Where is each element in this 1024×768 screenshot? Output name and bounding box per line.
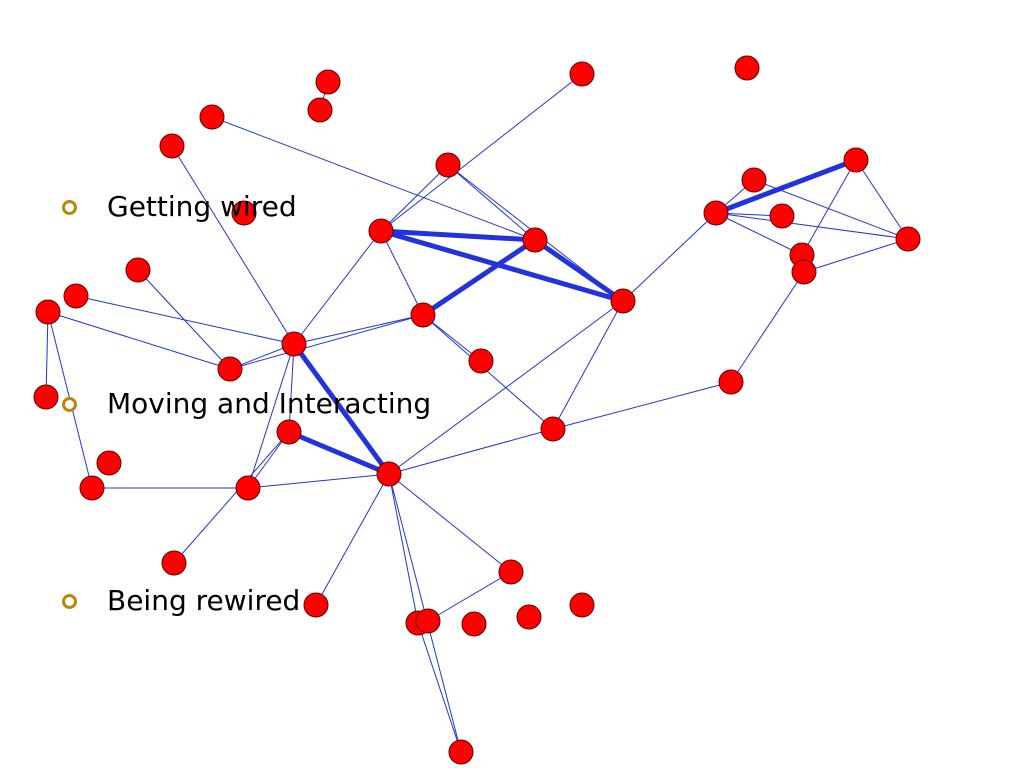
network-node bbox=[161, 550, 187, 576]
network-edge bbox=[622, 212, 717, 302]
network-edge bbox=[388, 300, 624, 475]
network-node bbox=[540, 416, 566, 442]
network-edge bbox=[380, 164, 449, 232]
network-node bbox=[96, 450, 122, 476]
network-node bbox=[769, 203, 795, 229]
network-node bbox=[315, 69, 341, 95]
network-node bbox=[741, 167, 767, 193]
network-node bbox=[610, 288, 636, 314]
network-edge bbox=[388, 428, 554, 475]
network-edge bbox=[380, 228, 536, 243]
network-node bbox=[307, 97, 333, 123]
network-node bbox=[569, 592, 595, 618]
network-edge bbox=[293, 314, 424, 345]
network-edge bbox=[211, 116, 536, 241]
network-edge bbox=[803, 238, 909, 273]
network-node bbox=[79, 475, 105, 501]
network-edge bbox=[288, 429, 390, 477]
network-edge bbox=[171, 145, 295, 345]
network-edge bbox=[293, 230, 382, 345]
network-edge bbox=[552, 381, 732, 430]
network-nodes bbox=[33, 55, 921, 765]
network-edges bbox=[45, 73, 909, 753]
network-edge bbox=[533, 237, 625, 304]
network-edge bbox=[427, 571, 512, 622]
network-edge bbox=[288, 343, 295, 433]
network-edge bbox=[291, 342, 392, 476]
network-edge bbox=[715, 157, 857, 216]
network-node bbox=[410, 302, 436, 328]
network-node bbox=[63, 283, 89, 309]
network-node bbox=[522, 227, 548, 253]
network-node bbox=[435, 152, 461, 178]
network-node bbox=[231, 200, 257, 226]
network-edge bbox=[388, 473, 512, 573]
network-edge bbox=[247, 473, 390, 489]
network-edge bbox=[45, 311, 49, 398]
network-node bbox=[125, 257, 151, 283]
network-edge bbox=[229, 314, 424, 370]
network-edge bbox=[715, 212, 803, 256]
network-edge bbox=[715, 212, 909, 240]
network-edge bbox=[173, 431, 290, 564]
network-node bbox=[276, 419, 302, 445]
network-edge bbox=[421, 237, 537, 318]
network-node bbox=[35, 299, 61, 325]
network-edge bbox=[380, 228, 624, 304]
network-edge bbox=[753, 179, 909, 240]
network-node bbox=[368, 218, 394, 244]
network-edge bbox=[47, 311, 231, 370]
network-node bbox=[376, 461, 402, 487]
network-node bbox=[498, 559, 524, 585]
network-node bbox=[791, 259, 817, 285]
network-edge bbox=[422, 314, 554, 430]
network-node bbox=[569, 61, 595, 87]
network-edge bbox=[855, 159, 909, 240]
network-edge bbox=[730, 271, 805, 383]
network-node bbox=[415, 608, 441, 634]
network-node bbox=[718, 369, 744, 395]
network-edge bbox=[75, 295, 295, 345]
network-edge bbox=[247, 343, 295, 489]
network-node bbox=[843, 147, 869, 173]
network-edge bbox=[447, 164, 536, 241]
network-node bbox=[281, 331, 307, 357]
network-node bbox=[461, 611, 487, 637]
network-node bbox=[33, 384, 59, 410]
network-edge bbox=[801, 159, 857, 256]
network-edge bbox=[315, 473, 390, 606]
network-node bbox=[468, 348, 494, 374]
network-edge bbox=[552, 300, 624, 430]
network-node bbox=[199, 104, 225, 130]
network-node bbox=[235, 475, 261, 501]
network-node bbox=[734, 55, 760, 81]
network-edge bbox=[388, 473, 419, 624]
network-edge bbox=[380, 73, 583, 232]
network-node bbox=[895, 226, 921, 252]
network-node bbox=[303, 592, 329, 618]
network-node bbox=[217, 356, 243, 382]
network-node bbox=[703, 200, 729, 226]
network-edge bbox=[380, 230, 424, 316]
network-node bbox=[159, 133, 185, 159]
network-node bbox=[448, 739, 474, 765]
network-node bbox=[516, 604, 542, 630]
network-edge bbox=[417, 622, 462, 753]
